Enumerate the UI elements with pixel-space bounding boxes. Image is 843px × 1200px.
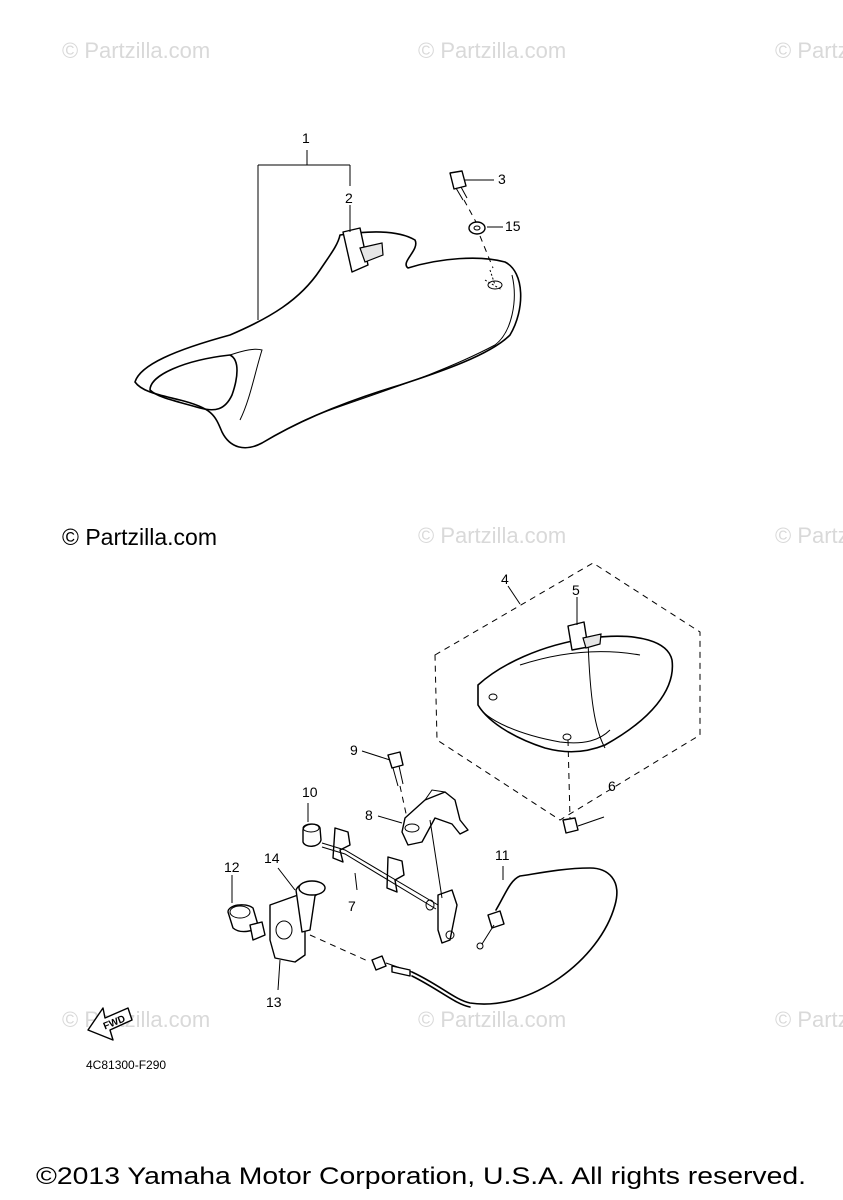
- seat-lock-cable-11: 11: [309, 847, 618, 1008]
- washer-15: [468, 221, 494, 269]
- callout-12: 12: [224, 859, 240, 875]
- bolt-9: 9: [350, 742, 408, 819]
- watermark-top-right: © Partzilla.com: [775, 38, 843, 63]
- callout-3: 3: [498, 171, 506, 187]
- callout-1: 1: [302, 130, 310, 146]
- watermark-bottom-right: © Partzilla.com: [775, 1007, 843, 1032]
- copyright-notice: ©2013 Yamaha Motor Corporation, U.S.A. A…: [36, 1163, 806, 1190]
- rider-seat: [134, 227, 522, 449]
- callout-2: 2: [345, 190, 353, 206]
- watermark-mid-right: © Partzilla.com: [775, 523, 843, 548]
- lock-lever-7: 7: [321, 819, 458, 944]
- watermark-primary: © Partzilla.com: [62, 524, 217, 550]
- watermark-top-center: © Partzilla.com: [418, 38, 566, 63]
- nut-6: [562, 739, 579, 834]
- callouts-upper: 1 2 3 15: [302, 130, 521, 234]
- callout-5: 5: [572, 582, 580, 598]
- watermark-top-left: © Partzilla.com: [62, 38, 210, 63]
- leaders-lower-seat: [507, 585, 605, 827]
- callout-13: 13: [266, 994, 282, 1010]
- callout-8: 8: [365, 807, 373, 823]
- watermark-bottom-left: © Partzilla.com: [62, 1007, 210, 1032]
- watermark-bottom-center: © Partzilla.com: [418, 1007, 566, 1032]
- watermarks: © Partzilla.com © Partzilla.com © Partzi…: [62, 38, 843, 1032]
- callouts-lower-seat: 4 5 6: [501, 571, 616, 794]
- callout-4: 4: [501, 571, 509, 587]
- leaders-upper: [257, 150, 503, 320]
- bolt-3: [449, 170, 477, 223]
- lock-holder-13-14: 14 13: [264, 850, 326, 1010]
- key-cylinder-12: 12: [224, 859, 266, 941]
- bracket-8: 8: [365, 789, 469, 846]
- callout-9: 9: [350, 742, 358, 758]
- figure-code: 4C81300-F290: [86, 1058, 166, 1072]
- passenger-seat-kit: [434, 562, 701, 821]
- watermark-mid-center: © Partzilla.com: [418, 523, 566, 548]
- callout-11: 11: [495, 847, 510, 863]
- callout-15: 15: [505, 218, 521, 234]
- callout-14: 14: [264, 850, 280, 866]
- collar-10: 10: [302, 784, 322, 847]
- callout-6: 6: [608, 778, 616, 794]
- callout-7: 7: [348, 898, 356, 914]
- callout-10: 10: [302, 784, 318, 800]
